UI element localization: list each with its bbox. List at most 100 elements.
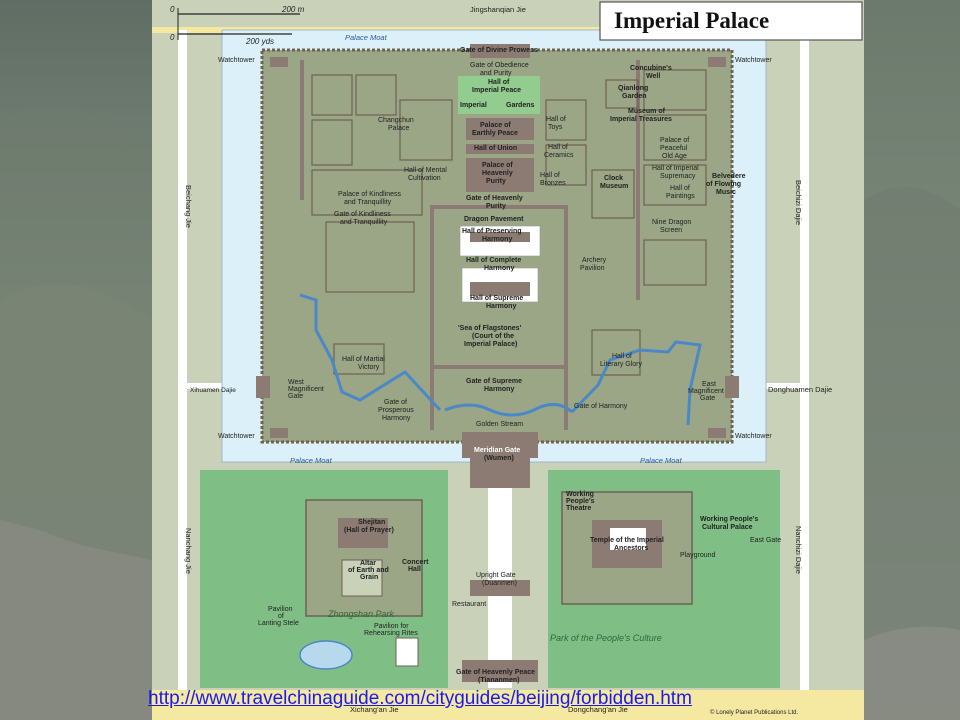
- label-gate-heavenly-purity-2: Purity: [486, 203, 506, 210]
- label-belvedere-3: Music: [716, 189, 736, 196]
- tiananmen-building: [462, 660, 538, 682]
- watchtower-se: [708, 428, 726, 438]
- label-hall-union: Hall of Union: [474, 145, 517, 152]
- label-imperial-supremacy-1: Hall of Imperial: [652, 165, 699, 172]
- label-east-gate-park: East Gate: [750, 537, 781, 544]
- label-golden-stream: Golden Stream: [476, 421, 523, 428]
- label-meridian-2: (Wumen): [484, 455, 514, 462]
- label-hall-complete-2: Harmony: [484, 265, 514, 272]
- watchtower-label-sw: Watchtower: [218, 433, 255, 440]
- label-gate-harmony: Gate of Harmony: [574, 403, 628, 410]
- label-gate-obedience-2: and Purity: [480, 70, 512, 77]
- label-hall-bronzes-1: Hall of: [540, 172, 560, 179]
- label-working-theatre-2: People's: [566, 498, 595, 505]
- source-url-link[interactable]: http://www.travelchinaguide.com/cityguid…: [148, 688, 692, 709]
- label-altar-2: of Earth and: [348, 567, 389, 574]
- label-sea-flagstones-2: (Court of the: [472, 333, 514, 340]
- label-hall-mental-1: Hall of Mental: [404, 167, 447, 174]
- label-changchun-1: Changchun: [378, 117, 414, 124]
- imperial-gardens: [458, 76, 540, 114]
- label-sea-flagstones-1: 'Sea of Flagstones': [458, 325, 522, 332]
- label-east-gate-2: Magnificent: [688, 388, 724, 395]
- label-gate-heavenly-purity-1: Gate of Heavenly: [466, 195, 523, 202]
- label-gate-heavenly-peace-2: (Tiananmen): [478, 677, 520, 684]
- meridian-gate-building: [462, 432, 538, 458]
- label-pavilion-stele-2: of: [278, 613, 284, 620]
- watchtower-label-nw: Watchtower: [218, 57, 255, 64]
- map-copyright: © Lonely Planet Publications Ltd.: [710, 709, 798, 716]
- label-museum-treasures-2: Imperial Treasures: [610, 116, 672, 123]
- inner-walls: [300, 60, 640, 430]
- label-gate-supreme-1: Gate of Supreme: [466, 378, 522, 385]
- scale-metric: 200 m: [281, 5, 305, 14]
- label-changchun-2: Palace: [388, 125, 410, 132]
- hall-preserving-harmony: [470, 232, 530, 242]
- label-pavilion-rites-1: Pavilion for: [374, 623, 409, 630]
- label-earthly-peace-1: Palace of: [480, 122, 511, 129]
- street-south-west: Xichang'an Jie: [350, 705, 399, 714]
- label-temple-ancestors-1: Temple of the Imperial: [590, 537, 664, 544]
- label-hall-literary-2: Literary Glory: [600, 361, 643, 368]
- west-gate-building: [256, 376, 270, 398]
- label-qianlong-2: Garden: [622, 93, 647, 100]
- moat-label-se: Palace Moat: [640, 456, 683, 465]
- label-gate-obedience-1: Gate of Obedience: [470, 62, 529, 69]
- label-museum-treasures-1: Museum of: [628, 108, 666, 115]
- label-clock-museum-1: Clock: [604, 175, 623, 182]
- street-north: Jingshanqian Jie: [470, 5, 526, 14]
- label-archery-1: Archery: [582, 257, 607, 264]
- label-nine-dragon-2: Screen: [660, 227, 682, 234]
- hall-supreme-harmony: [470, 282, 530, 296]
- label-gate-supreme-2: Harmony: [484, 386, 514, 393]
- label-nine-dragon-1: Nine Dragon: [652, 219, 691, 226]
- label-restaurant: Restaurant: [452, 601, 486, 608]
- temple-courtyard: [610, 528, 646, 550]
- label-sea-flagstones-3: Imperial Palace): [464, 341, 517, 348]
- label-gate-kindliness-1: Gate of Kindliness: [334, 211, 391, 218]
- label-dragon-pavement: Dragon Pavement: [464, 216, 524, 223]
- shejitan-hall: [338, 518, 388, 548]
- label-gate-heavenly-peace-1: Gate of Heavenly Peace: [456, 669, 535, 676]
- label-gate-divine-prowess: Gate of Divine Prowess: [460, 47, 538, 54]
- label-imperial: Imperial: [460, 102, 487, 109]
- label-peoples-culture-park: Park of the People's Culture: [550, 633, 662, 643]
- west-canal: [299, 293, 442, 412]
- label-archery-2: Pavilion: [580, 265, 605, 272]
- label-working-theatre-3: Theatre: [566, 505, 591, 512]
- label-gate-prosperous-3: Harmony: [382, 415, 411, 422]
- label-west-gate-2: Magnificent: [288, 386, 324, 393]
- street-west-south: Nanchang Jie: [184, 528, 193, 574]
- label-concert-2: Hall: [408, 566, 421, 573]
- label-hall-literary-1: Hall of: [612, 353, 632, 360]
- label-gate-prosperous-1: Gate of: [384, 399, 407, 406]
- label-concert-1: Concert: [402, 559, 429, 566]
- label-concubines-well-1: Concubine's: [630, 65, 672, 72]
- label-hall-toys-2: Toys: [548, 124, 563, 131]
- label-hall-ceramics-2: Ceramics: [544, 152, 574, 159]
- moat-label-sw: Palace Moat: [290, 456, 333, 465]
- label-imperial-peace-2: Imperial Peace: [472, 87, 521, 94]
- moat-label-north: Palace Moat: [345, 33, 388, 42]
- label-pavilion-stele-1: Pavilion: [268, 606, 293, 613]
- label-gate-prosperous-2: Prosperous: [378, 407, 414, 414]
- east-gate-building: [725, 376, 739, 398]
- label-hall-complete-1: Hall of Complete: [466, 257, 521, 264]
- label-heavenly-purity-3: Purity: [486, 178, 506, 185]
- label-hall-toys-1: Hall of: [546, 116, 566, 123]
- label-hall-martial-2: Victory: [358, 364, 380, 371]
- label-belvedere-2: of Flowing: [706, 181, 741, 188]
- label-hall-paintings-1: Hall of: [670, 185, 690, 192]
- donghuamen-road: [742, 383, 800, 389]
- title-box: [599, 1, 863, 41]
- xihuamen-road: [187, 383, 247, 389]
- label-palace-kindliness-1: Palace of Kindliness: [338, 191, 402, 198]
- label-altar-1: Altar: [360, 560, 376, 567]
- label-palace-kindliness-2: and Tranquillity: [344, 199, 392, 206]
- label-west-gate-1: West: [288, 379, 304, 386]
- label-working-theatre-1: Working: [566, 491, 594, 498]
- label-gardens: Gardens: [506, 102, 535, 109]
- street-west: Beichang Jie: [184, 185, 193, 228]
- label-meridian-1: Meridian Gate: [474, 447, 520, 454]
